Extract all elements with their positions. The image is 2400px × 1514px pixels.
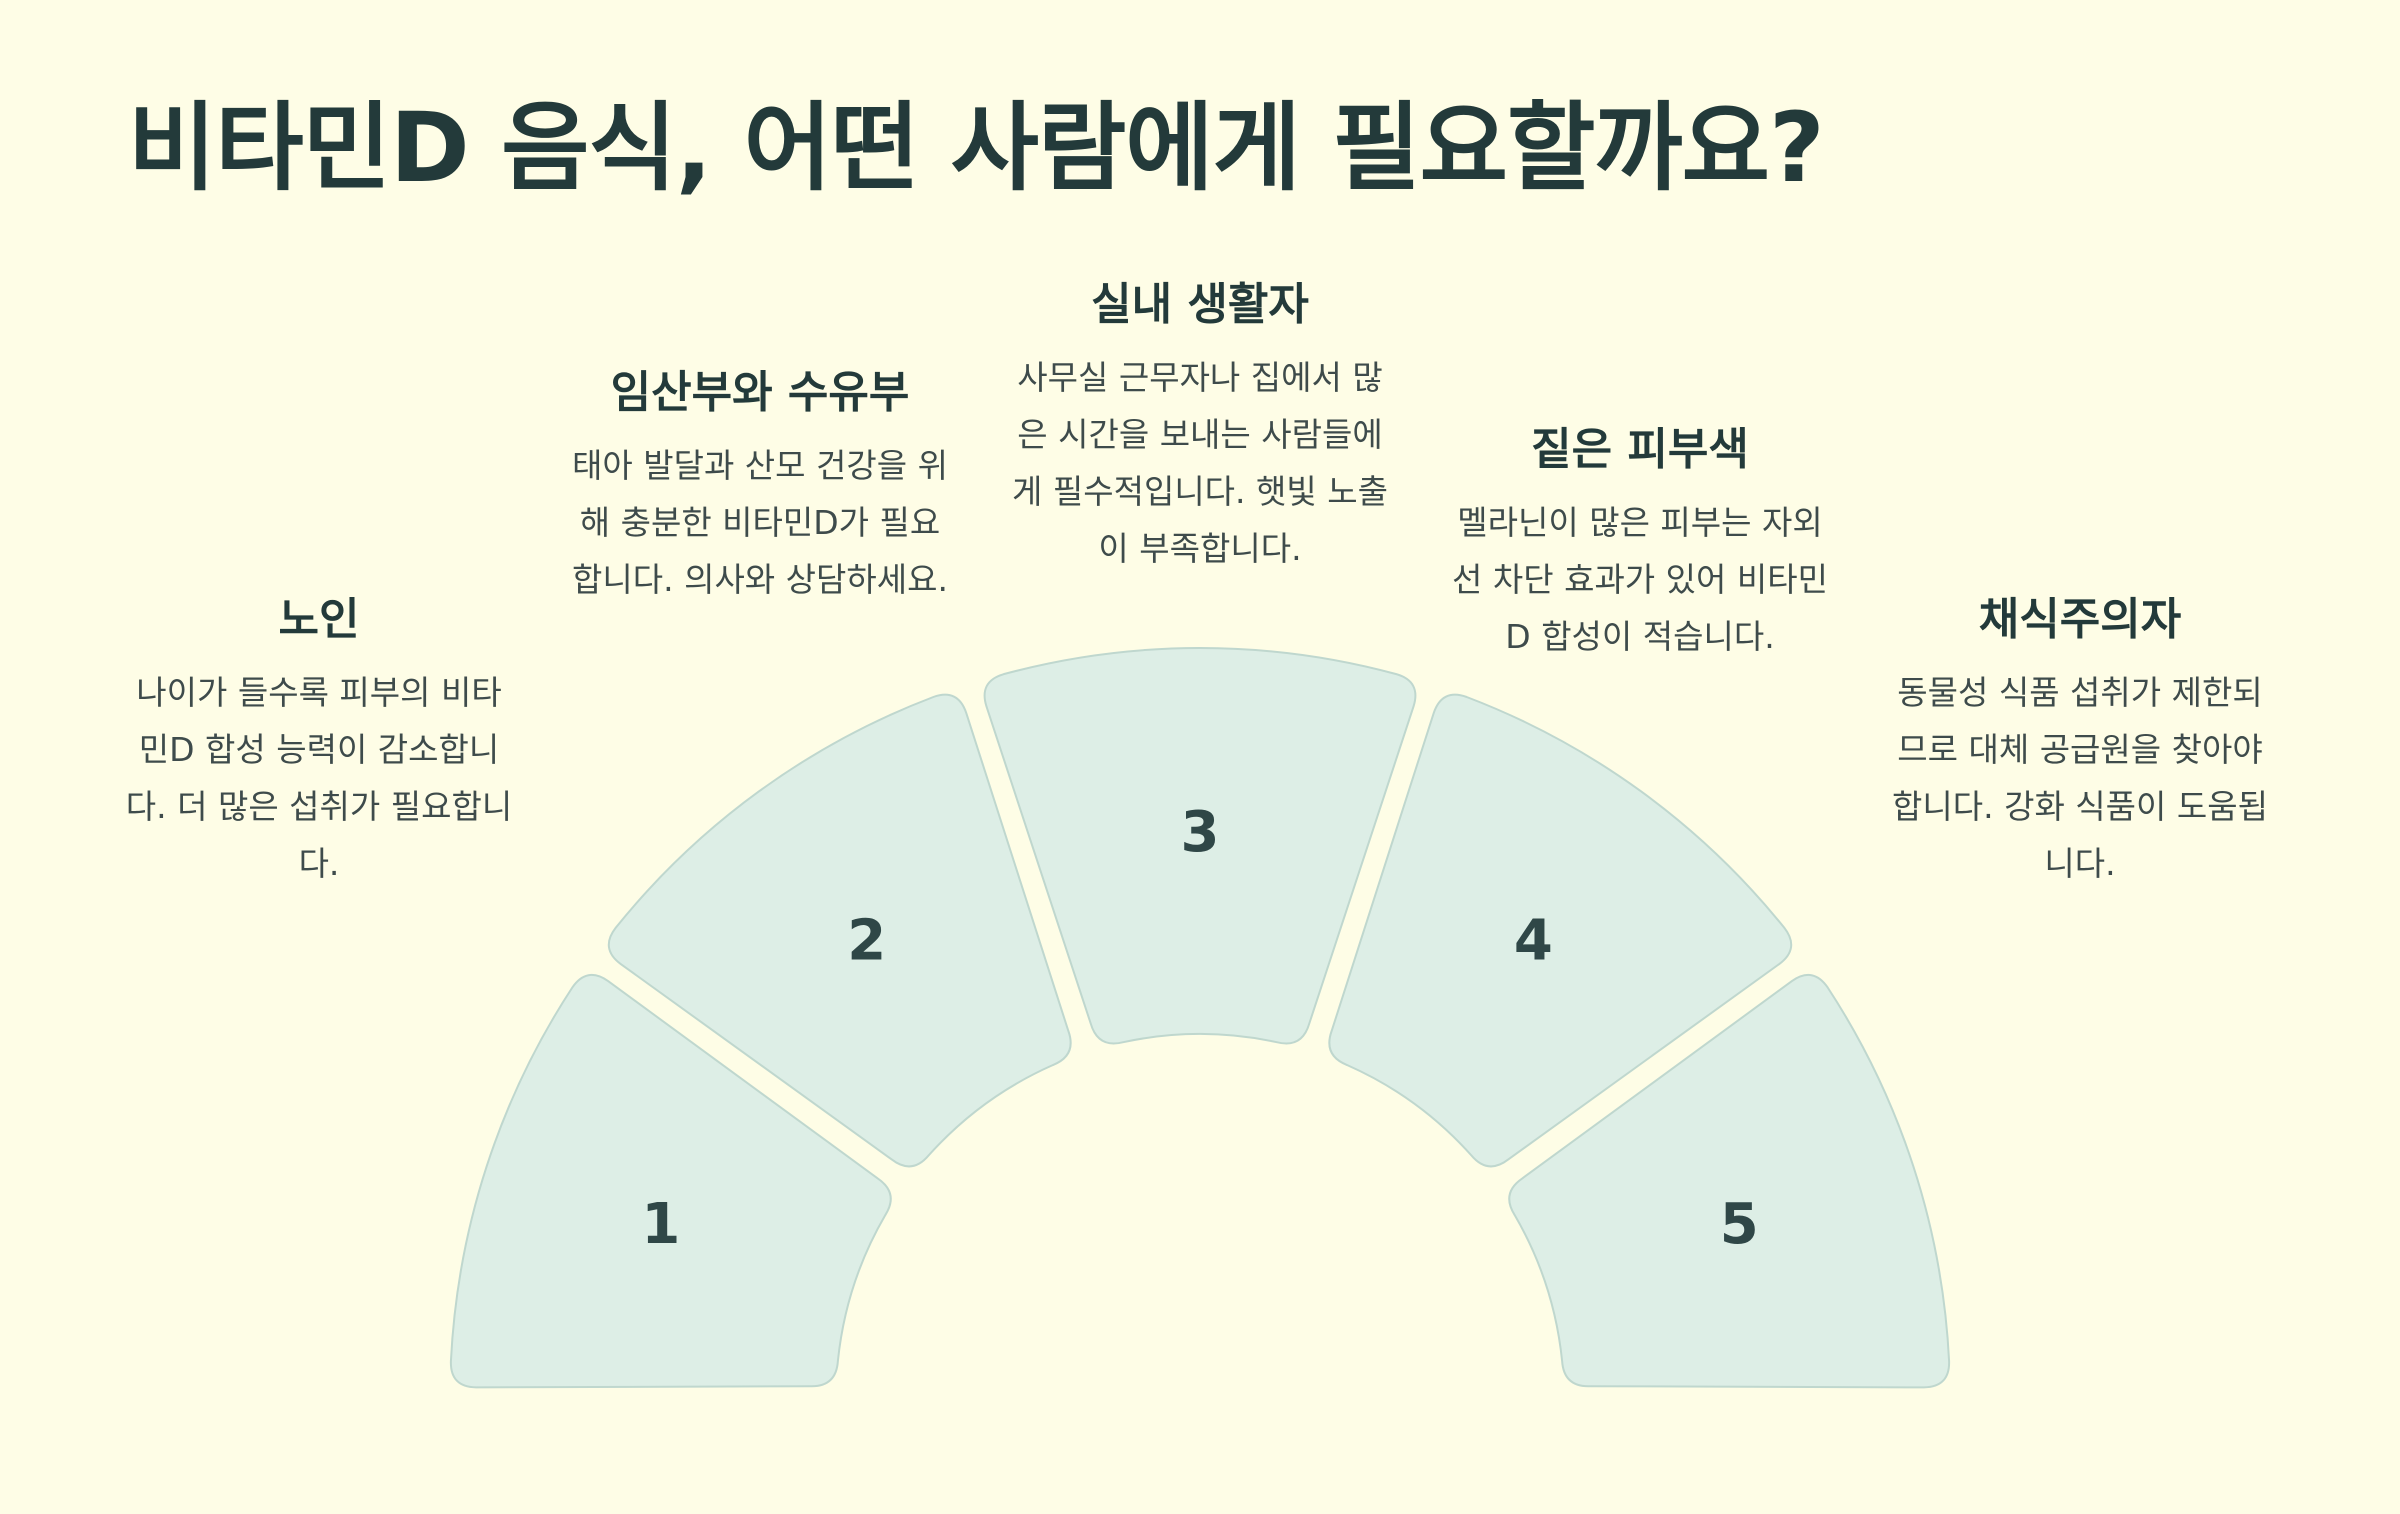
item-5-description: 동물성 식품 섭취가 제한되므로 대체 공급원을 찾아야 합니다. 강화 식품이… bbox=[1892, 673, 2268, 883]
item-4-description: 멜라닌이 많은 피부는 자외선 차단 효과가 있어 비타민D 합성이 적습니다. bbox=[1452, 503, 1828, 656]
item-2: 임산부와 수유부 태아 발달과 산모 건강을 위해 충분한 비타민D가 필요합니… bbox=[565, 365, 955, 608]
segment-5 bbox=[1508, 973, 1951, 1389]
item-2-title: 임산부와 수유부 bbox=[610, 367, 910, 418]
item-1-title: 노인 bbox=[278, 594, 360, 645]
segment-4-number: 4 bbox=[1514, 908, 1553, 973]
segment-2 bbox=[607, 693, 1072, 1168]
segment-4 bbox=[1328, 693, 1793, 1168]
item-5-title: 채식주의자 bbox=[1978, 594, 2182, 645]
item-1: 노인 나이가 들수록 피부의 비타민D 합성 능력이 감소합니다. 더 많은 섭… bbox=[124, 592, 514, 892]
item-1-description: 나이가 들수록 피부의 비타민D 합성 능력이 감소합니다. 더 많은 섭취가 … bbox=[125, 673, 513, 883]
segment-1-number: 1 bbox=[641, 1192, 680, 1257]
segment-5-number: 5 bbox=[1720, 1192, 1759, 1257]
segments-layer: 1 2 3 4 5 bbox=[449, 647, 1951, 1389]
page-title: 비타민D 음식, 어떤 사람에게 필요할까요? bbox=[128, 92, 1825, 204]
item-5: 채식주의자 동물성 식품 섭취가 제한되므로 대체 공급원을 찾아야 합니다. … bbox=[1885, 592, 2275, 892]
segment-3 bbox=[983, 647, 1417, 1045]
item-4: 짙은 피부색 멜라닌이 많은 피부는 자외선 차단 효과가 있어 비타민D 합성… bbox=[1445, 422, 1835, 665]
segment-3-number: 3 bbox=[1181, 800, 1220, 865]
item-3: 실내 생활자 사무실 근무자나 집에서 많은 시간을 보내는 사람들에게 필수적… bbox=[1005, 277, 1395, 577]
item-4-title: 짙은 피부색 bbox=[1531, 424, 1749, 475]
segment-1 bbox=[449, 973, 892, 1389]
item-3-title: 실내 생활자 bbox=[1091, 279, 1309, 330]
item-2-description: 태아 발달과 산모 건강을 위해 충분한 비타민D가 필요합니다. 의사와 상담… bbox=[572, 446, 948, 599]
segment-2-number: 2 bbox=[847, 908, 886, 973]
item-3-description: 사무실 근무자나 집에서 많은 시간을 보내는 사람들에게 필수적입니다. 햇빛… bbox=[1012, 358, 1388, 568]
